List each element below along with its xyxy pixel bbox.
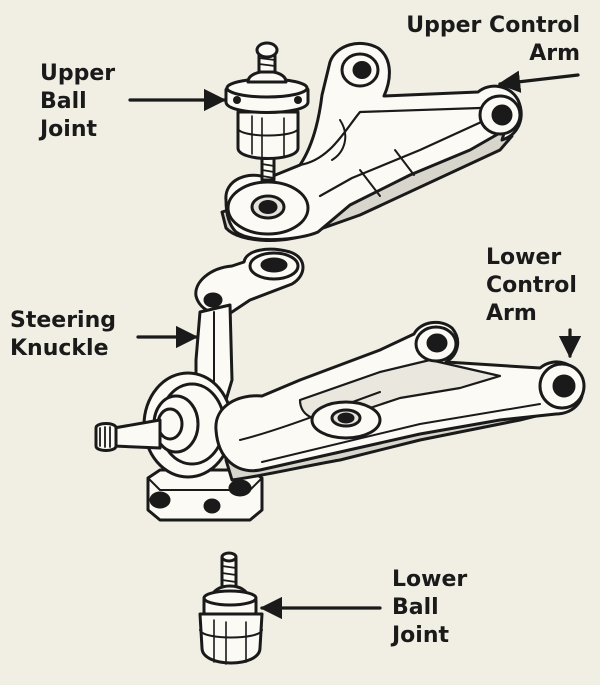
label-steering-knuckle: Steering Knuckle [10,307,116,363]
label-line: Control [486,273,577,298]
upper-control-arm [220,42,523,242]
label-upper-control-arm: Upper Control Arm [406,12,580,68]
label-line: Lower [392,567,468,592]
lower-control-arm [214,320,586,482]
label-line: Joint [392,623,450,648]
label-line: Ball [40,89,87,114]
label-upper-ball-joint: Upper Ball Joint [40,60,115,144]
steering-knuckle [94,247,305,522]
label-line: Upper Control [406,13,580,38]
label-line: Lower [486,245,562,270]
label-line: Knuckle [10,336,109,361]
label-line: Arm [486,301,537,326]
label-line: Ball [392,595,439,620]
label-lower-control-arm: Lower Control Arm [486,244,577,328]
label-line: Upper [40,61,116,86]
label-line: Arm [529,41,580,66]
label-line: Joint [40,117,98,142]
callout-arrows [128,70,582,620]
arrow-upper-control-arm [497,70,580,93]
lower-ball-joint [198,551,264,665]
label-lower-ball-joint: Lower Ball Joint [392,566,467,650]
upper-ball-joint [224,41,310,182]
label-line: Steering [10,308,117,333]
